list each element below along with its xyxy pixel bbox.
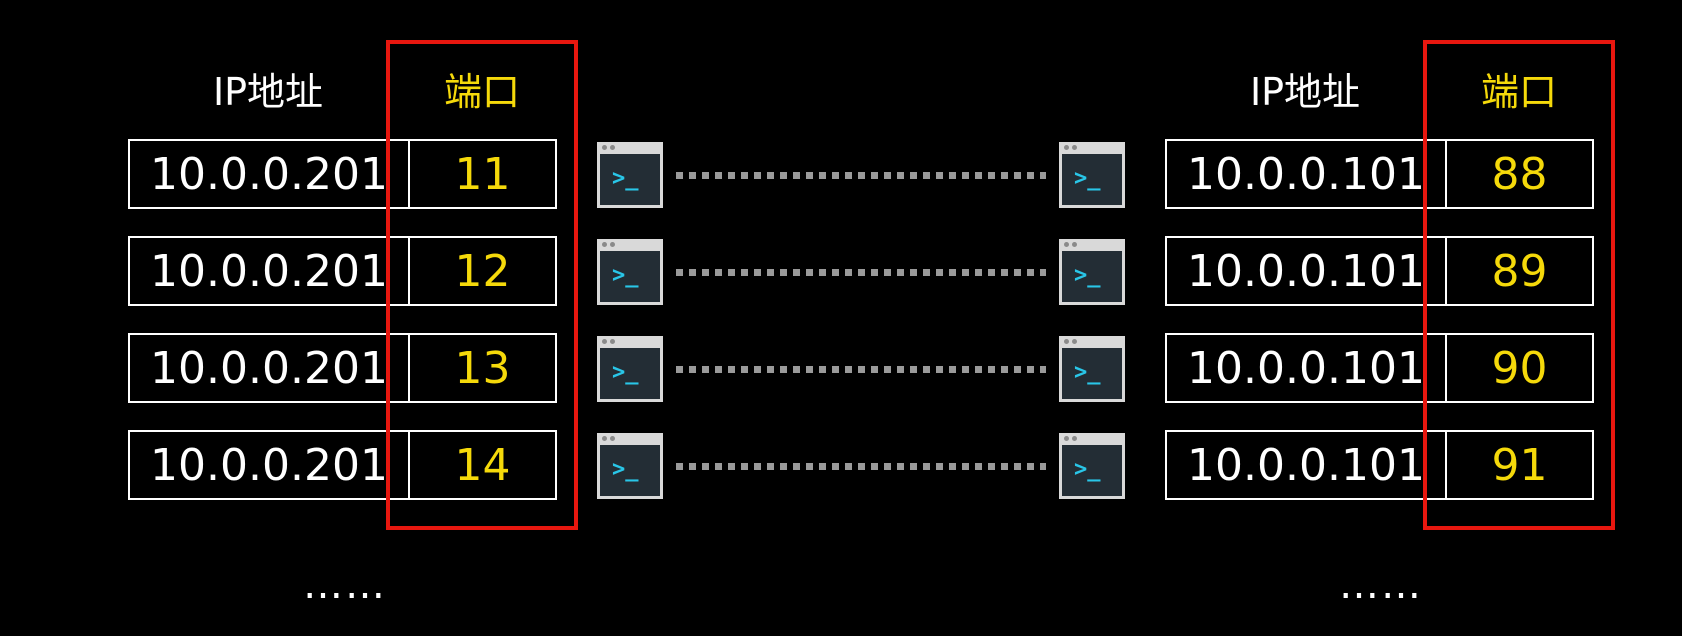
terminal-icon: >_ — [597, 239, 663, 305]
terminal-icon: >_ — [597, 336, 663, 402]
connection-line — [676, 172, 1046, 179]
connection-line — [676, 463, 1046, 470]
left-port-header: 端口 — [443, 70, 520, 114]
left-port-cell: 14 — [454, 439, 511, 491]
left-table-row: 10.0.0.201 13 — [128, 333, 557, 403]
left-ip-header: IP地址 — [212, 70, 324, 114]
left-port-highlight — [386, 40, 578, 530]
right-port-cell: 91 — [1491, 439, 1548, 491]
left-table-row: 10.0.0.201 14 — [128, 430, 557, 500]
terminal-icon: >_ — [1059, 336, 1125, 402]
left-table-row: 10.0.0.201 11 — [128, 139, 557, 209]
terminal-icon: >_ — [1059, 239, 1125, 305]
right-port-cell: 90 — [1491, 342, 1548, 394]
left-ip-cell: 10.0.0.201 — [130, 335, 410, 401]
right-port-cell: 89 — [1491, 245, 1548, 297]
terminal-icon: >_ — [1059, 433, 1125, 499]
connection-line — [676, 366, 1046, 373]
left-port-cell: 12 — [454, 245, 511, 297]
right-table-row: 10.0.0.101 88 — [1165, 139, 1594, 209]
right-ip-cell: 10.0.0.101 — [1167, 238, 1447, 304]
left-port-cell: 13 — [454, 342, 511, 394]
right-port-header: 端口 — [1480, 70, 1557, 114]
right-port-cell: 88 — [1491, 148, 1548, 200]
right-port-highlight — [1423, 40, 1615, 530]
right-table-row: 10.0.0.101 90 — [1165, 333, 1594, 403]
right-table-row: 10.0.0.101 89 — [1165, 236, 1594, 306]
connection-line — [676, 269, 1046, 276]
terminal-icon: >_ — [597, 142, 663, 208]
left-more-indicator: …… — [303, 562, 387, 608]
terminal-icon: >_ — [597, 433, 663, 499]
right-more-indicator: …… — [1339, 562, 1423, 608]
terminal-icon: >_ — [1059, 142, 1125, 208]
right-ip-cell: 10.0.0.101 — [1167, 335, 1447, 401]
left-ip-cell: 10.0.0.201 — [130, 141, 410, 207]
right-ip-cell: 10.0.0.101 — [1167, 432, 1447, 498]
right-table-row: 10.0.0.101 91 — [1165, 430, 1594, 500]
left-table-row: 10.0.0.201 12 — [128, 236, 557, 306]
right-ip-header: IP地址 — [1249, 70, 1361, 114]
left-port-cell: 11 — [454, 148, 511, 200]
right-ip-cell: 10.0.0.101 — [1167, 141, 1447, 207]
left-ip-cell: 10.0.0.201 — [130, 432, 410, 498]
left-ip-cell: 10.0.0.201 — [130, 238, 410, 304]
